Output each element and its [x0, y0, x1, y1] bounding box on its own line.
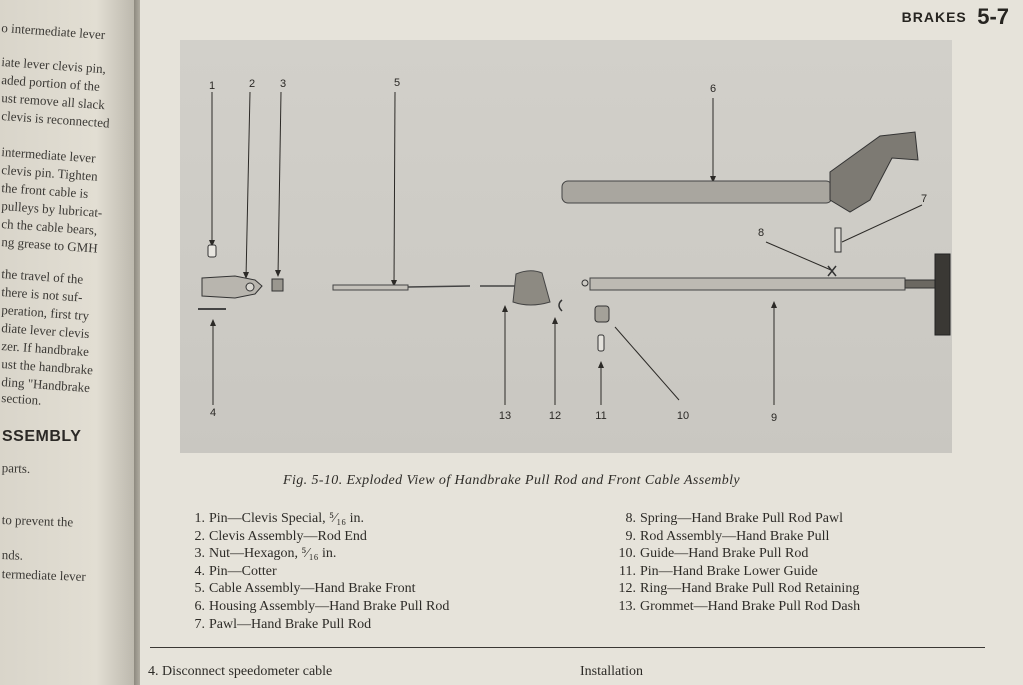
front-cable: [332, 284, 516, 291]
parts-list-item: 7.Pawl—Hand Brake Pull Rod: [194, 616, 372, 632]
book-gutter: [134, 0, 144, 685]
callout-2: 2: [249, 78, 255, 90]
retaining-ring: [558, 279, 589, 312]
hex-nut: [271, 278, 284, 292]
parts-list-item: 10.Guide—Hand Brake Pull Rod: [618, 546, 809, 562]
callout-4: 4: [210, 407, 216, 419]
callout-3: 3: [280, 78, 286, 90]
exploded-view-illustration: 1 2 3 4 5 6 7 8 9 10 11 12 13: [198, 77, 951, 424]
parts-list-item: 2.Clevis Assembly—Rod End: [194, 528, 367, 544]
callout-6: 6: [710, 83, 716, 95]
parts-list-item: 11.Pin—Hand Brake Lower Guide: [619, 563, 818, 579]
left-text-line: termediate lever: [1, 566, 87, 584]
callout-10: 10: [677, 410, 689, 422]
horizontal-rule: [150, 647, 985, 648]
left-text-line: o intermediate lever: [0, 20, 106, 43]
callout-5: 5: [394, 77, 400, 89]
parts-list-item: 3.Nut—Hexagon, ⁵⁄₁₆ in.: [194, 546, 337, 562]
figure-caption: Fig. 5-10. Exploded View of Handbrake Pu…: [283, 473, 741, 488]
page-number: 5-7: [977, 4, 1009, 29]
clevis-assembly: [198, 275, 263, 310]
callout-8: 8: [758, 227, 764, 239]
callout-12: 12: [549, 410, 561, 422]
leader-lines: [211, 91, 923, 405]
right-page: BRAKES 5-7: [140, 0, 1023, 685]
exploded-view-figure: 1 2 3 4 5 6 7 8 9 10 11 12 13: [180, 40, 952, 453]
callout-9: 9: [771, 412, 777, 424]
parts-list-item: 8.Spring—Hand Brake Pull Rod Pawl: [625, 511, 844, 526]
footer-next-heading: Installation: [580, 664, 643, 679]
left-text-line: nds.: [1, 547, 24, 563]
pawl-spring: [827, 265, 837, 277]
parts-list-right: 8.Spring—Hand Brake Pull Rod Pawl 9.Rod …: [618, 510, 861, 616]
pull-rod-assembly: [589, 253, 951, 336]
parts-list-item: 13.Grommet—Hand Brake Pull Rod Dash: [618, 598, 861, 614]
clevis-pin: [207, 244, 217, 258]
grommet: [512, 270, 551, 306]
left-text-line: parts.: [1, 460, 31, 476]
section-title: BRAKES: [901, 9, 967, 25]
page-header: BRAKES 5-7: [902, 4, 1009, 30]
parts-list-item: 6.Housing Assembly—Hand Brake Pull Rod: [194, 598, 450, 614]
parts-list-item: 5.Cable Assembly—Hand Brake Front: [194, 581, 416, 597]
pawl: [834, 227, 842, 253]
parts-list-item: 1.Pin—Clevis Special, ⁵⁄₁₆ in.: [194, 511, 365, 526]
housing-assembly: [561, 131, 919, 213]
left-text-line: to prevent the: [1, 512, 74, 530]
footer-step-text: 4. Disconnect speedometer cable: [148, 664, 333, 679]
lower-guide-pin: [597, 334, 605, 352]
callout-13: 13: [499, 410, 511, 422]
guide: [594, 305, 610, 323]
callout-1: 1: [209, 80, 215, 92]
callout-11: 11: [595, 410, 606, 422]
left-text-line: section.: [0, 390, 42, 408]
left-page: o intermediate lever iate lever clevis p…: [0, 0, 138, 685]
parts-list-left: 1.Pin—Clevis Special, ⁵⁄₁₆ in. 2.Clevis …: [187, 510, 450, 633]
left-section-heading: SSEMBLY: [2, 428, 82, 445]
callout-7: 7: [921, 193, 927, 205]
parts-list-item: 12.Ring—Hand Brake Pull Rod Retaining: [618, 581, 860, 597]
parts-list-item: 9.Rod Assembly—Hand Brake Pull: [625, 528, 830, 544]
parts-list-item: 4.Pin—Cotter: [194, 563, 277, 579]
